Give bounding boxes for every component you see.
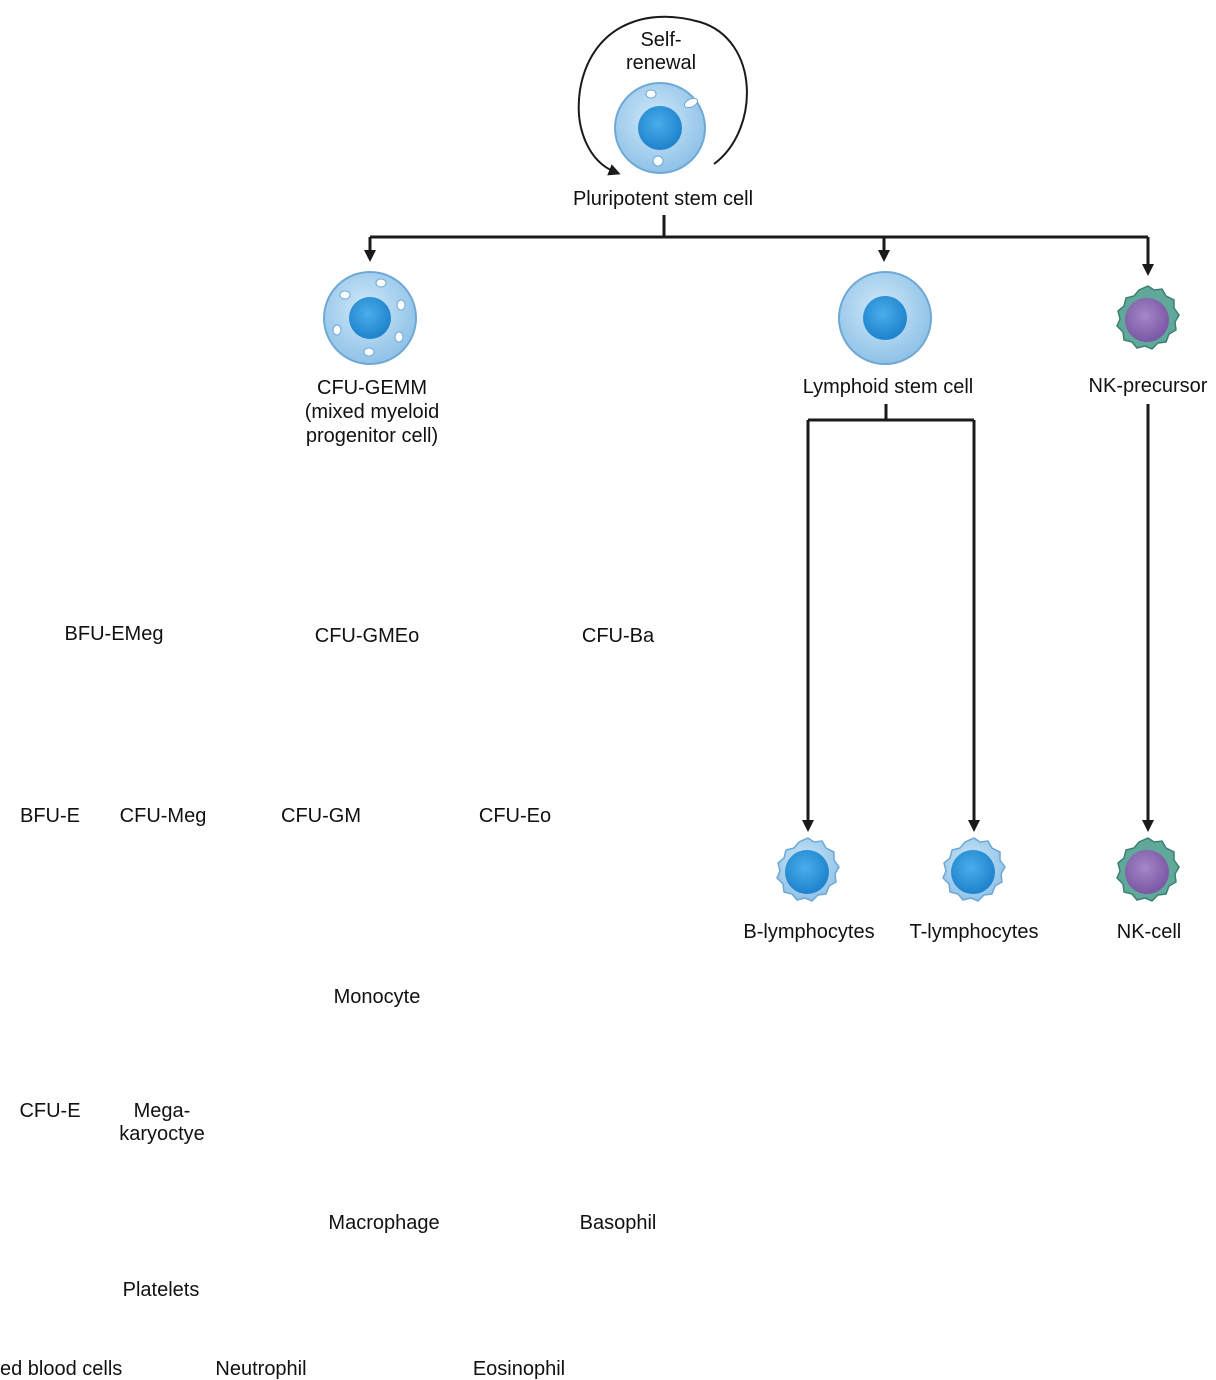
pluripotent-stem-cell-icon [614,82,706,174]
cfu-ba-label: CFU-Ba [582,625,655,647]
self-renewal-arrow [577,15,748,176]
neutrophil-label: Neutrophil [215,1358,306,1380]
lymphoid-branch-connectors [802,404,1154,832]
platelets-label: Platelets [123,1279,200,1301]
red-blood-cells-label: ed blood cells [0,1358,122,1380]
eosinophil-label: Eosinophil [473,1358,565,1380]
megakaryocyte-label-line2: karyoctye [119,1123,205,1145]
cfu-gmeo-label: CFU-GMEo [315,625,419,647]
cfu-gemm-label-line1: CFU-GEMM [317,377,427,399]
cfu-gemm-label-line2: (mixed myeloid [305,401,439,423]
nk-precursor-label: NK-precursor [1089,375,1208,397]
b-lymphocytes-label: B-lymphocytes [743,921,874,943]
megakaryocyte-label-line1: Mega- [134,1100,191,1122]
lymphoid-stem-cell-icon [838,271,932,365]
t-lymphocytes-label: T-lymphocytes [910,921,1039,943]
nk-precursor-cell-icon [1116,285,1180,350]
macrophage-label: Macrophage [328,1212,439,1234]
basophil-label: Basophil [580,1212,657,1234]
nk-cell-label: NK-cell [1117,921,1181,943]
bfu-emeg-label: BFU-EMeg [65,623,164,645]
pluripotent-stem-cell-label: Pluripotent stem cell [573,188,753,210]
self-renewal-loop: Self- renewal [577,15,748,176]
cfu-meg-label: CFU-Meg [120,805,207,827]
b-lymphocyte-cell-icon [776,837,840,902]
self-renewal-label-line1: Self- [640,29,681,51]
cfu-gemm-label-line3: progenitor cell) [306,425,438,447]
lymphoid-stem-cell-label: Lymphoid stem cell [803,376,973,398]
nk-cell-icon [1116,837,1180,902]
self-renewal-label-line2: renewal [626,52,696,74]
bfu-e-label: BFU-E [20,805,80,827]
monocyte-label: Monocyte [334,986,421,1008]
cfu-gemm-cell-icon [323,271,417,365]
pluripotent-branch-connectors [364,215,1154,276]
cfu-eo-label: CFU-Eo [479,805,551,827]
cfu-e-label: CFU-E [19,1100,80,1122]
cfu-gm-label: CFU-GM [281,805,361,827]
t-lymphocyte-cell-icon [942,837,1006,902]
